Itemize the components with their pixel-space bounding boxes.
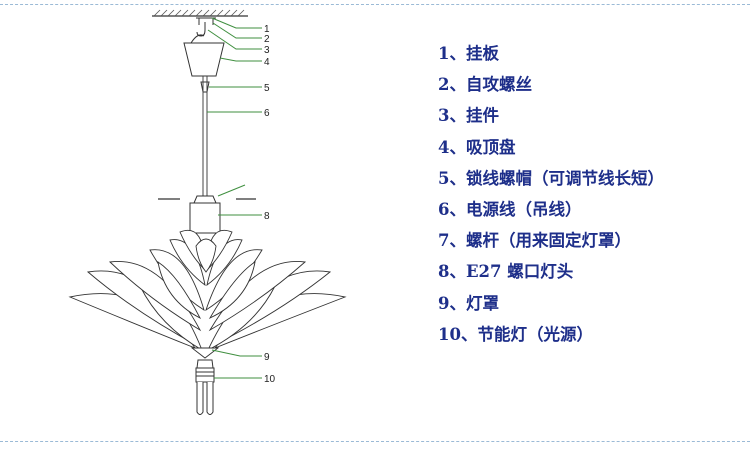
callout-numbers: 1 2 3 4 5 6 8 9 10 xyxy=(264,24,276,385)
legend-item-1: 1、挂板 xyxy=(438,44,499,63)
parts-legend: 1、挂板 2、自攻螺丝 3、挂件 4、吸顶盘 5、锁线螺帽（可调节线长短） 6、… xyxy=(438,38,738,350)
top-dashed-border xyxy=(0,4,750,5)
leader-lines xyxy=(207,17,262,379)
legend-item-5: 5、锁线螺帽（可调节线长短） xyxy=(438,168,664,188)
legend-item-10: 10、节能灯（光源） xyxy=(438,324,593,344)
ceiling xyxy=(152,9,248,17)
legend-item-4: 4、吸顶盘 xyxy=(438,137,516,157)
legend-item-7: 7、螺杆（用来固定灯罩） xyxy=(438,231,631,251)
callout-5: 5 xyxy=(264,83,270,94)
callout-2: 2 xyxy=(264,34,270,45)
legend-item-3: 3、挂件 xyxy=(438,106,499,126)
callout-4: 4 xyxy=(264,57,270,68)
callout-10: 10 xyxy=(264,374,276,385)
lotus-shade xyxy=(68,229,347,359)
callout-1: 1 xyxy=(264,24,270,35)
lamp-holder xyxy=(189,195,221,234)
energy-saving-bulb xyxy=(195,359,215,415)
legend-item-2: 2、自攻螺丝 xyxy=(438,75,532,95)
cord-lock-nut xyxy=(200,81,210,93)
callout-9: 9 xyxy=(264,352,270,363)
legend-item-6: 6、电源线（吊线） xyxy=(438,199,582,219)
pendant-lamp-diagram: 1 2 3 4 5 6 8 9 10 xyxy=(68,9,347,415)
ceiling-canopy xyxy=(183,34,225,77)
legend-item-8: 8、E27 螺口灯头 xyxy=(438,262,574,282)
callout-8: 8 xyxy=(264,211,270,222)
power-cord xyxy=(202,76,208,196)
bottom-dashed-border xyxy=(0,441,750,442)
callout-3: 3 xyxy=(264,45,270,56)
callout-6: 6 xyxy=(264,108,270,119)
legend-item-9: 9、灯罩 xyxy=(438,293,499,313)
